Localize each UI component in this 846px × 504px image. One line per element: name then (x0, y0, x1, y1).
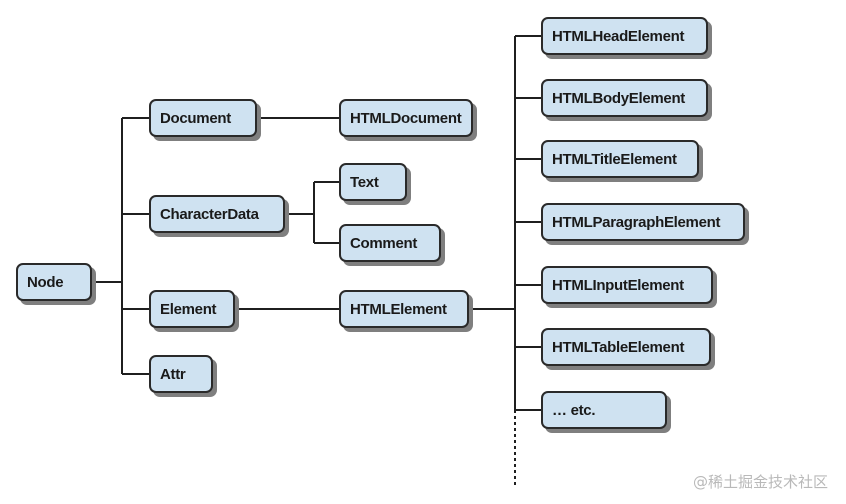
node-box-comment: Comment (339, 224, 441, 262)
node-box-htmltitleelement: HTMLTitleElement (541, 140, 699, 178)
node-box-text: Text (339, 163, 407, 201)
node-box-etc: … etc. (541, 391, 667, 429)
node-box-element: Element (149, 290, 235, 328)
node-box-htmlinputelement: HTMLInputElement (541, 266, 713, 304)
node-box-htmldocument: HTMLDocument (339, 99, 473, 137)
watermark-text: @稀土掘金技术社区 (692, 473, 828, 491)
node-box-attr: Attr (149, 355, 213, 393)
node-box-htmlelement: HTMLElement (339, 290, 469, 328)
node-box-htmlparagraphelement: HTMLParagraphElement (541, 203, 745, 241)
node-box-characterdata: CharacterData (149, 195, 285, 233)
node-box-htmltableelement: HTMLTableElement (541, 328, 711, 366)
node-box-htmlbodyelement: HTMLBodyElement (541, 79, 708, 117)
node-box-node: Node (16, 263, 92, 301)
node-box-htmlheadelement: HTMLHeadElement (541, 17, 708, 55)
node-box-document: Document (149, 99, 257, 137)
